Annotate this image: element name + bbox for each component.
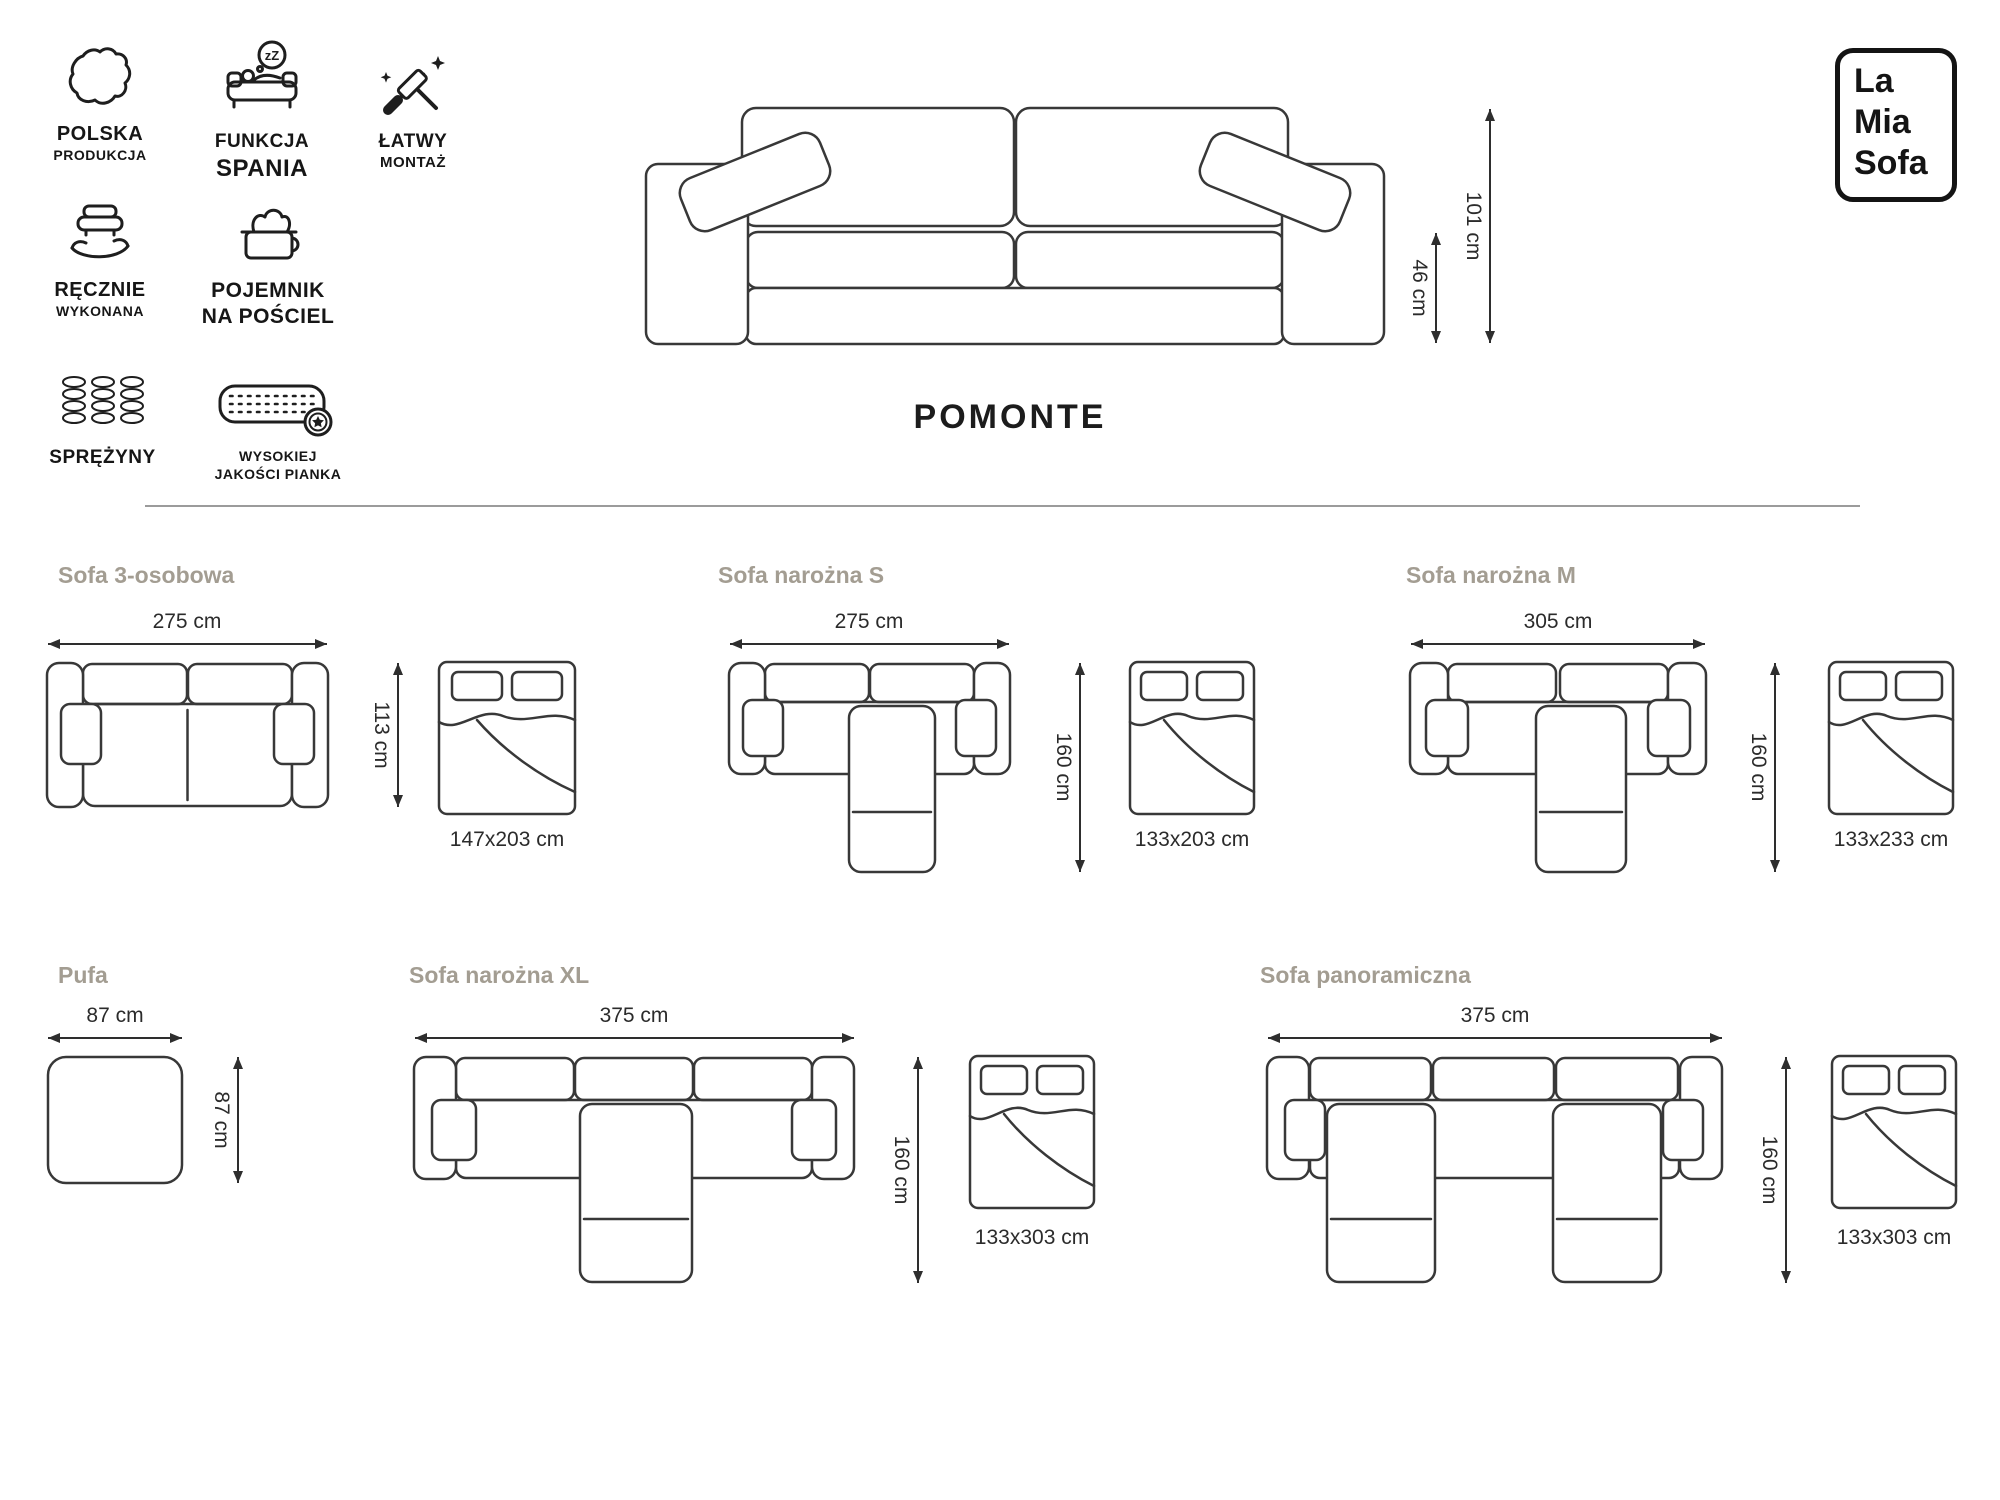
config-title: Sofa narożna S <box>718 562 885 588</box>
feature-latwy-montaz: ŁATWY MONTAŻ <box>348 44 478 173</box>
depth-label: 160 cm <box>1052 733 1075 802</box>
depth-dimension: 113 cm <box>370 663 403 807</box>
easy-assembly-icon <box>380 56 445 115</box>
feature-funkcja-spania: zZ FUNKCJA SPANIA <box>182 38 342 184</box>
feature-label: ŁATWY <box>378 131 448 152</box>
width-label: 87 cm <box>86 1006 143 1027</box>
feature-sublabel: JAKOŚCI PIANKA <box>214 465 342 482</box>
depth-label: 160 cm <box>1747 733 1770 802</box>
feature-recznie-wykonana: RĘCZNIE WYKONANA <box>20 196 180 321</box>
width-dimension: 275 cm <box>48 612 327 649</box>
config-sofa-narozna-s: Sofa narożna S 275 cm 160 cm <box>718 560 1278 980</box>
width-dimension: 375 cm <box>1268 1006 1722 1043</box>
feature-pianka: WYSOKIEJ JAKOŚCI PIANKA <box>178 372 378 483</box>
sleep-function-icon: zZ <box>226 40 298 109</box>
bed-size-label: 133x303 cm <box>1836 1226 1952 1249</box>
sofa-top-view <box>1265 1055 1724 1284</box>
config-sofa-3-osobowa: Sofa 3-osobowa 275 cm 113 cm <box>45 560 590 980</box>
sofa-top-view <box>412 1055 856 1284</box>
config-sofa-panoramiczna: Sofa panoramiczna 375 cm 160 cm <box>1260 956 1975 1396</box>
depth-label: 113 cm <box>370 701 393 768</box>
config-title: Pufa <box>58 962 108 988</box>
sofa-top-view <box>45 661 330 809</box>
width-label: 375 cm <box>1461 1006 1530 1027</box>
config-sofa-narozna-xl: Sofa narożna XL 375 cm 160 cm <box>409 956 1109 1396</box>
handmade-icon <box>70 204 130 259</box>
feature-sprezyny: SPRĘŻYNY <box>20 366 185 470</box>
bedding-storage-icon <box>240 208 300 260</box>
width-dimension: 305 cm <box>1411 612 1705 649</box>
depth-label: 87 cm <box>210 1091 233 1148</box>
config-sofa-narozna-m: Sofa narożna M 305 cm 160 cm <box>1406 560 1976 980</box>
bed-top-view <box>968 1054 1096 1210</box>
depth-label: 160 cm <box>890 1136 913 1205</box>
width-label: 275 cm <box>153 612 222 633</box>
seat-height-label: 46 cm <box>1408 259 1431 316</box>
bed-top-view <box>437 660 577 816</box>
bed-size-label: 147x203 cm <box>449 828 565 851</box>
depth-dimension: 160 cm <box>1052 663 1085 872</box>
config-title: Sofa narożna M <box>1406 562 1576 588</box>
left-pillow <box>678 131 832 233</box>
total-height-label: 101 cm <box>1462 192 1485 261</box>
total-height-dimension: 101 cm <box>1462 109 1495 343</box>
depth-dimension: 160 cm <box>1758 1057 1791 1283</box>
width-label: 375 cm <box>600 1006 669 1027</box>
sofa-top-view <box>727 661 1012 874</box>
config-title: Sofa narożna XL <box>409 962 590 988</box>
brand-line-1: La <box>1854 62 1894 100</box>
bed-top-view <box>1830 1054 1958 1210</box>
poland-map-icon <box>68 47 132 105</box>
depth-label: 160 cm <box>1758 1136 1781 1205</box>
bed-size-label: 133x233 cm <box>1833 828 1949 851</box>
bed-size-label: 133x203 cm <box>1134 828 1250 851</box>
feature-sublabel: SPANIA <box>216 154 308 182</box>
brand-logo: La Mia Sofa <box>1835 48 1957 202</box>
foam-quality-icon <box>218 384 333 437</box>
depth-dimension: 87 cm <box>210 1057 243 1183</box>
right-pillow <box>1198 131 1352 233</box>
depth-dimension: 160 cm <box>1747 663 1780 872</box>
feature-label: POJEMNIK <box>211 279 325 302</box>
feature-polska-produkcja: POLSKA PRODUKCJA <box>20 44 180 165</box>
pouf-top-view <box>46 1055 184 1185</box>
feature-sublabel: PRODUKCJA <box>53 147 147 163</box>
sofa-top-view <box>1408 661 1708 874</box>
bed-size-label: 133x303 cm <box>974 1226 1090 1249</box>
feature-sublabel: WYKONANA <box>55 303 144 319</box>
brand-line-3: Sofa <box>1854 143 1928 182</box>
config-title: Sofa 3-osobowa <box>58 562 235 588</box>
springs-icon <box>61 376 144 424</box>
feature-sublabel: MONTAŻ <box>379 153 447 171</box>
bed-top-view <box>1827 660 1955 816</box>
feature-label: SPRĘŻYNY <box>49 447 156 468</box>
sleep-zz-glyph: zZ <box>265 48 280 63</box>
bed-top-view <box>1128 660 1256 816</box>
depth-dimension: 160 cm <box>890 1057 923 1283</box>
section-divider <box>145 505 1860 507</box>
product-title: POMONTE <box>913 398 1107 436</box>
feature-pojemnik-na-posciel: POJEMNIK NA POŚCIEL <box>178 190 358 331</box>
width-dimension: 375 cm <box>415 1006 854 1043</box>
feature-label: POLSKA <box>56 123 144 145</box>
width-dimension: 87 cm <box>48 1006 182 1043</box>
feature-label: RĘCZNIE <box>54 279 146 301</box>
feature-label: WYSOKIEJ <box>239 448 317 464</box>
sofa-front-view-drawing <box>644 106 1386 346</box>
config-title: Sofa panoramiczna <box>1260 962 1471 988</box>
config-pufa: Pufa 87 cm 87 cm <box>45 956 305 1276</box>
brand-line-2: Mia <box>1854 102 1911 141</box>
width-label: 275 cm <box>835 612 904 633</box>
seat-height-dimension: 46 cm <box>1408 233 1441 343</box>
width-dimension: 275 cm <box>730 612 1009 649</box>
width-label: 305 cm <box>1524 612 1593 633</box>
feature-sublabel: NA POŚCIEL <box>201 305 335 329</box>
feature-label: FUNKCJA <box>214 131 310 152</box>
